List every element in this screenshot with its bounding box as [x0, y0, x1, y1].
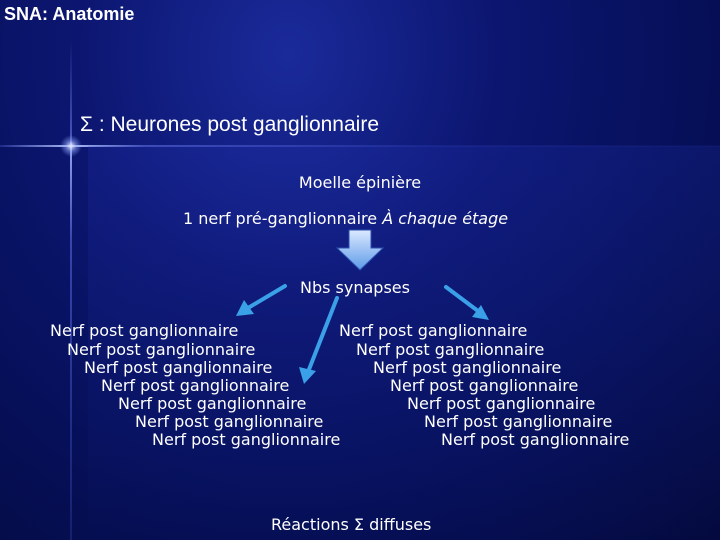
arrow-right-icon	[444, 285, 489, 320]
left-nerve-3: Nerf post ganglionnaire	[84, 358, 273, 377]
reactions-label: Réactions Σ diffuses	[271, 515, 432, 534]
left-nerve-7: Nerf post ganglionnaire	[152, 430, 341, 449]
light-flare-center	[60, 135, 82, 157]
left-nerve-5: Nerf post ganglionnaire	[118, 394, 307, 413]
right-nerve-1: Nerf post ganglionnaire	[339, 321, 528, 340]
left-nerve-4: Nerf post ganglionnaire	[101, 376, 290, 395]
left-nerve-1: Nerf post ganglionnaire	[50, 321, 239, 340]
right-nerve-5: Nerf post ganglionnaire	[407, 394, 596, 413]
left-nerve-2: Nerf post ganglionnaire	[67, 340, 256, 359]
slide-subtitle: Σ : Neurones post ganglionnaire	[80, 113, 380, 136]
content-panel	[88, 146, 720, 540]
synapses-label: Nbs synapses	[300, 278, 410, 297]
right-nerve-4: Nerf post ganglionnaire	[390, 376, 579, 395]
light-flare-horizontal	[0, 145, 720, 147]
down-arrow-icon	[335, 229, 385, 271]
light-flare-vertical	[70, 40, 72, 540]
arrow-center-icon	[299, 296, 339, 384]
right-nerve-3: Nerf post ganglionnaire	[373, 358, 562, 377]
right-nerve-2: Nerf post ganglionnaire	[356, 340, 545, 359]
etage-text: À chaque étage	[382, 209, 509, 228]
moelle-label: Moelle épinière	[298, 173, 422, 192]
left-nerve-6: Nerf post ganglionnaire	[135, 412, 324, 431]
arrow-left-icon	[236, 284, 287, 316]
right-nerve-7: Nerf post ganglionnaire	[441, 430, 630, 449]
right-nerve-6: Nerf post ganglionnaire	[424, 412, 613, 431]
preganglion-label: 1 nerf pré-ganglionnaire À chaque étage	[183, 209, 508, 228]
page-title: SNA: Anatomie	[4, 4, 135, 24]
preganglion-text: 1 nerf pré-ganglionnaire	[183, 209, 378, 228]
